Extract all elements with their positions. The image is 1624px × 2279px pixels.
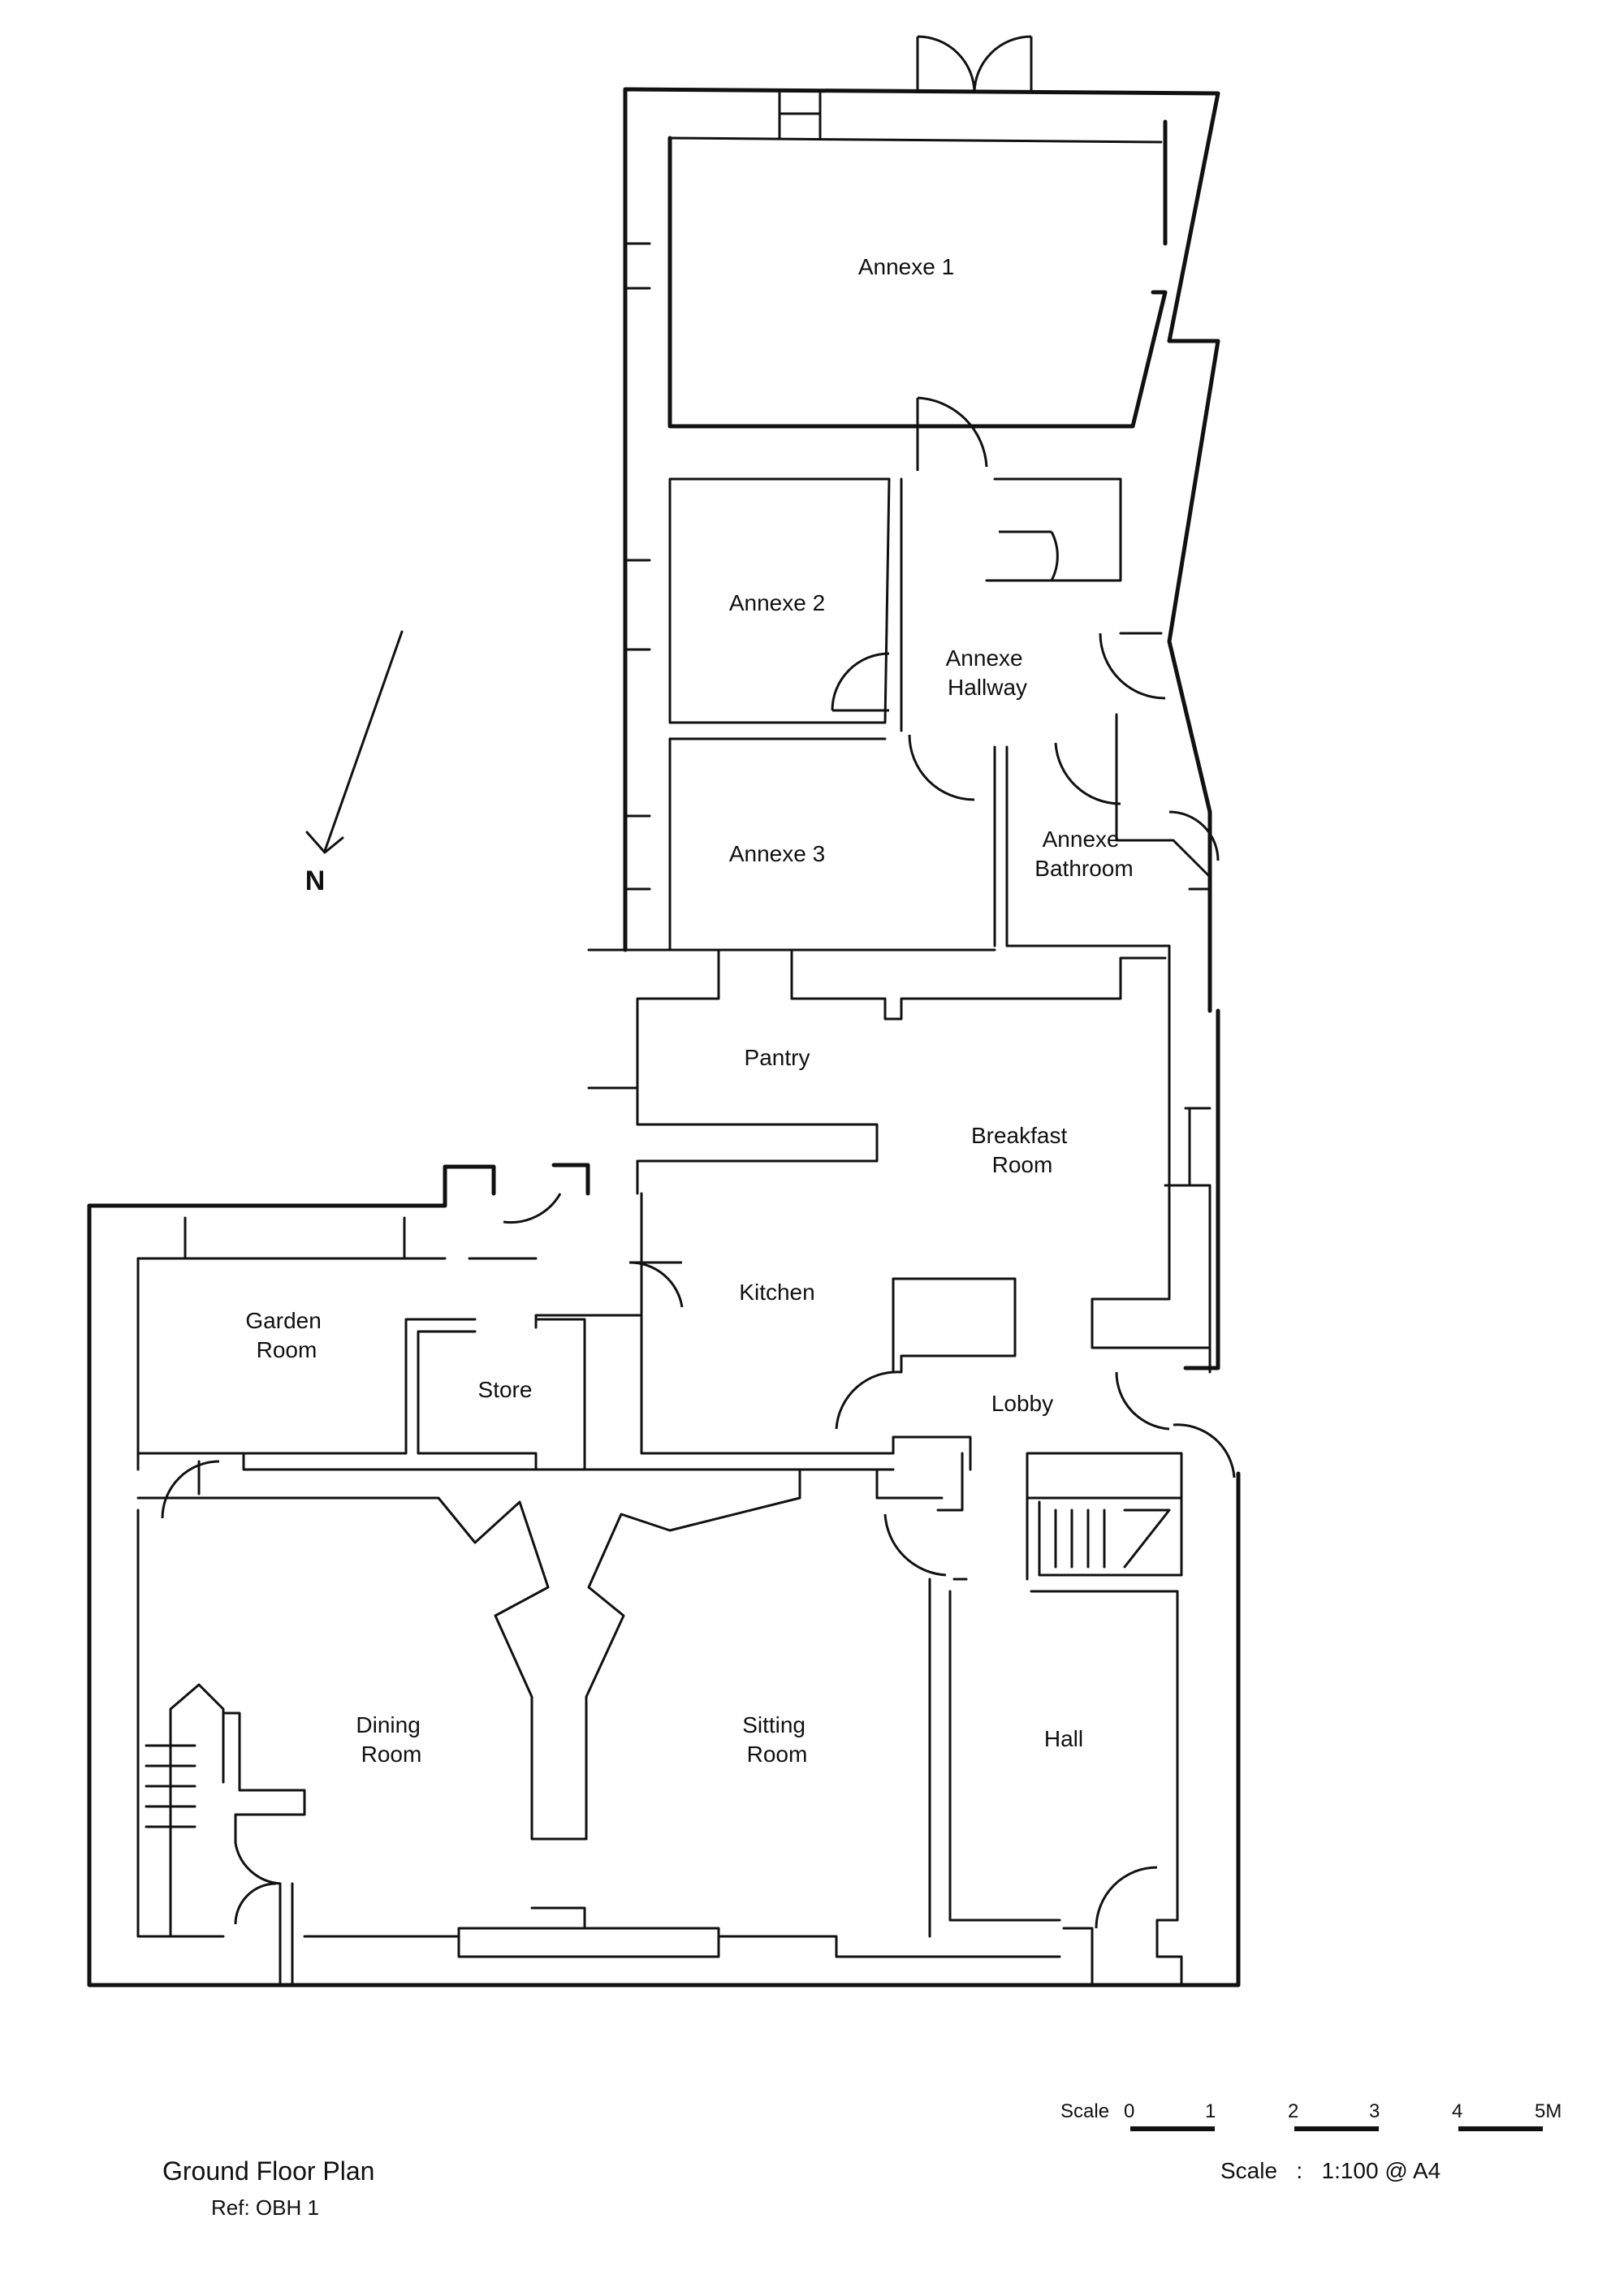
scale-bar-tick-0: 0: [1124, 2100, 1134, 2122]
scale-bar-tick-1: 1: [1205, 2100, 1216, 2122]
room-label-sitting-room-line-2: Room: [747, 1742, 808, 1767]
inner-walls: [136, 92, 1212, 1987]
room-label-annexe-bathroom-line-1: Annexe: [1043, 827, 1120, 852]
room-label-store: Store: [478, 1377, 533, 1402]
room-label-garden-room-line-1: Garden: [245, 1308, 321, 1333]
room-label-annexe-hallway-line-2: Hallway: [948, 675, 1027, 700]
room-label-kitchen: Kitchen: [739, 1280, 814, 1305]
room-label-sitting-room-line-1: Sitting: [742, 1712, 806, 1737]
room-label-breakfast-room: Breakfast Room: [971, 1123, 1073, 1177]
room-label-sitting-room: Sitting Room: [742, 1712, 812, 1767]
scale-bar-tick-3: 3: [1369, 2100, 1380, 2122]
plan-title: Ground Floor Plan: [162, 2156, 375, 2186]
scale-bar: Scale 0 1 2 3 4 5M: [1060, 2100, 1561, 2131]
room-label-garden-room: Garden Room: [245, 1308, 327, 1362]
north-arrow-head-icon: [305, 831, 344, 854]
room-label-lobby: Lobby: [991, 1391, 1053, 1416]
scale-bar-prefix: Scale: [1060, 2100, 1109, 2122]
room-label-breakfast-room-line-1: Breakfast: [971, 1123, 1067, 1148]
room-label-annexe-1: Annexe 1: [858, 254, 954, 279]
room-label-annexe-hallway: Annexe Hallway: [946, 645, 1030, 700]
doors: [161, 35, 1236, 1929]
room-label-dining-room-line-1: Dining: [356, 1712, 420, 1737]
room-label-pantry: Pantry: [745, 1045, 810, 1070]
room-label-annexe-3: Annexe 3: [729, 841, 825, 866]
plan-ref: Ref: OBH 1: [211, 2195, 319, 2220]
scale-bar-tick-2: 2: [1288, 2100, 1298, 2122]
north-arrow: N: [305, 630, 404, 896]
scale-bar-tick-5: 5M: [1535, 2100, 1561, 2122]
room-label-annexe-bathroom: Annexe Bathroom: [1034, 827, 1133, 881]
room-label-dining-room: Dining Room: [356, 1712, 426, 1767]
scale-bar-tick-4: 4: [1452, 2100, 1462, 2122]
scale-ratio-label: Scale : 1:100 @ A4: [1220, 2158, 1441, 2183]
north-arrow-shaft: [323, 630, 404, 852]
north-arrow-label: N: [305, 865, 326, 896]
room-label-annexe-hallway-line-1: Annexe: [946, 645, 1023, 671]
outer-walls: [87, 87, 1241, 1988]
room-label-annexe-bathroom-line-2: Bathroom: [1034, 856, 1133, 881]
room-label-hall: Hall: [1044, 1726, 1083, 1751]
room-label-annexe-2: Annexe 2: [729, 590, 825, 615]
room-labels: Annexe 1 Annexe 2 Annexe Hallway Annexe …: [245, 254, 1133, 1767]
room-label-garden-room-line-2: Room: [257, 1337, 317, 1362]
room-label-dining-room-line-2: Room: [361, 1742, 422, 1767]
room-label-breakfast-room-line-2: Room: [992, 1152, 1053, 1177]
